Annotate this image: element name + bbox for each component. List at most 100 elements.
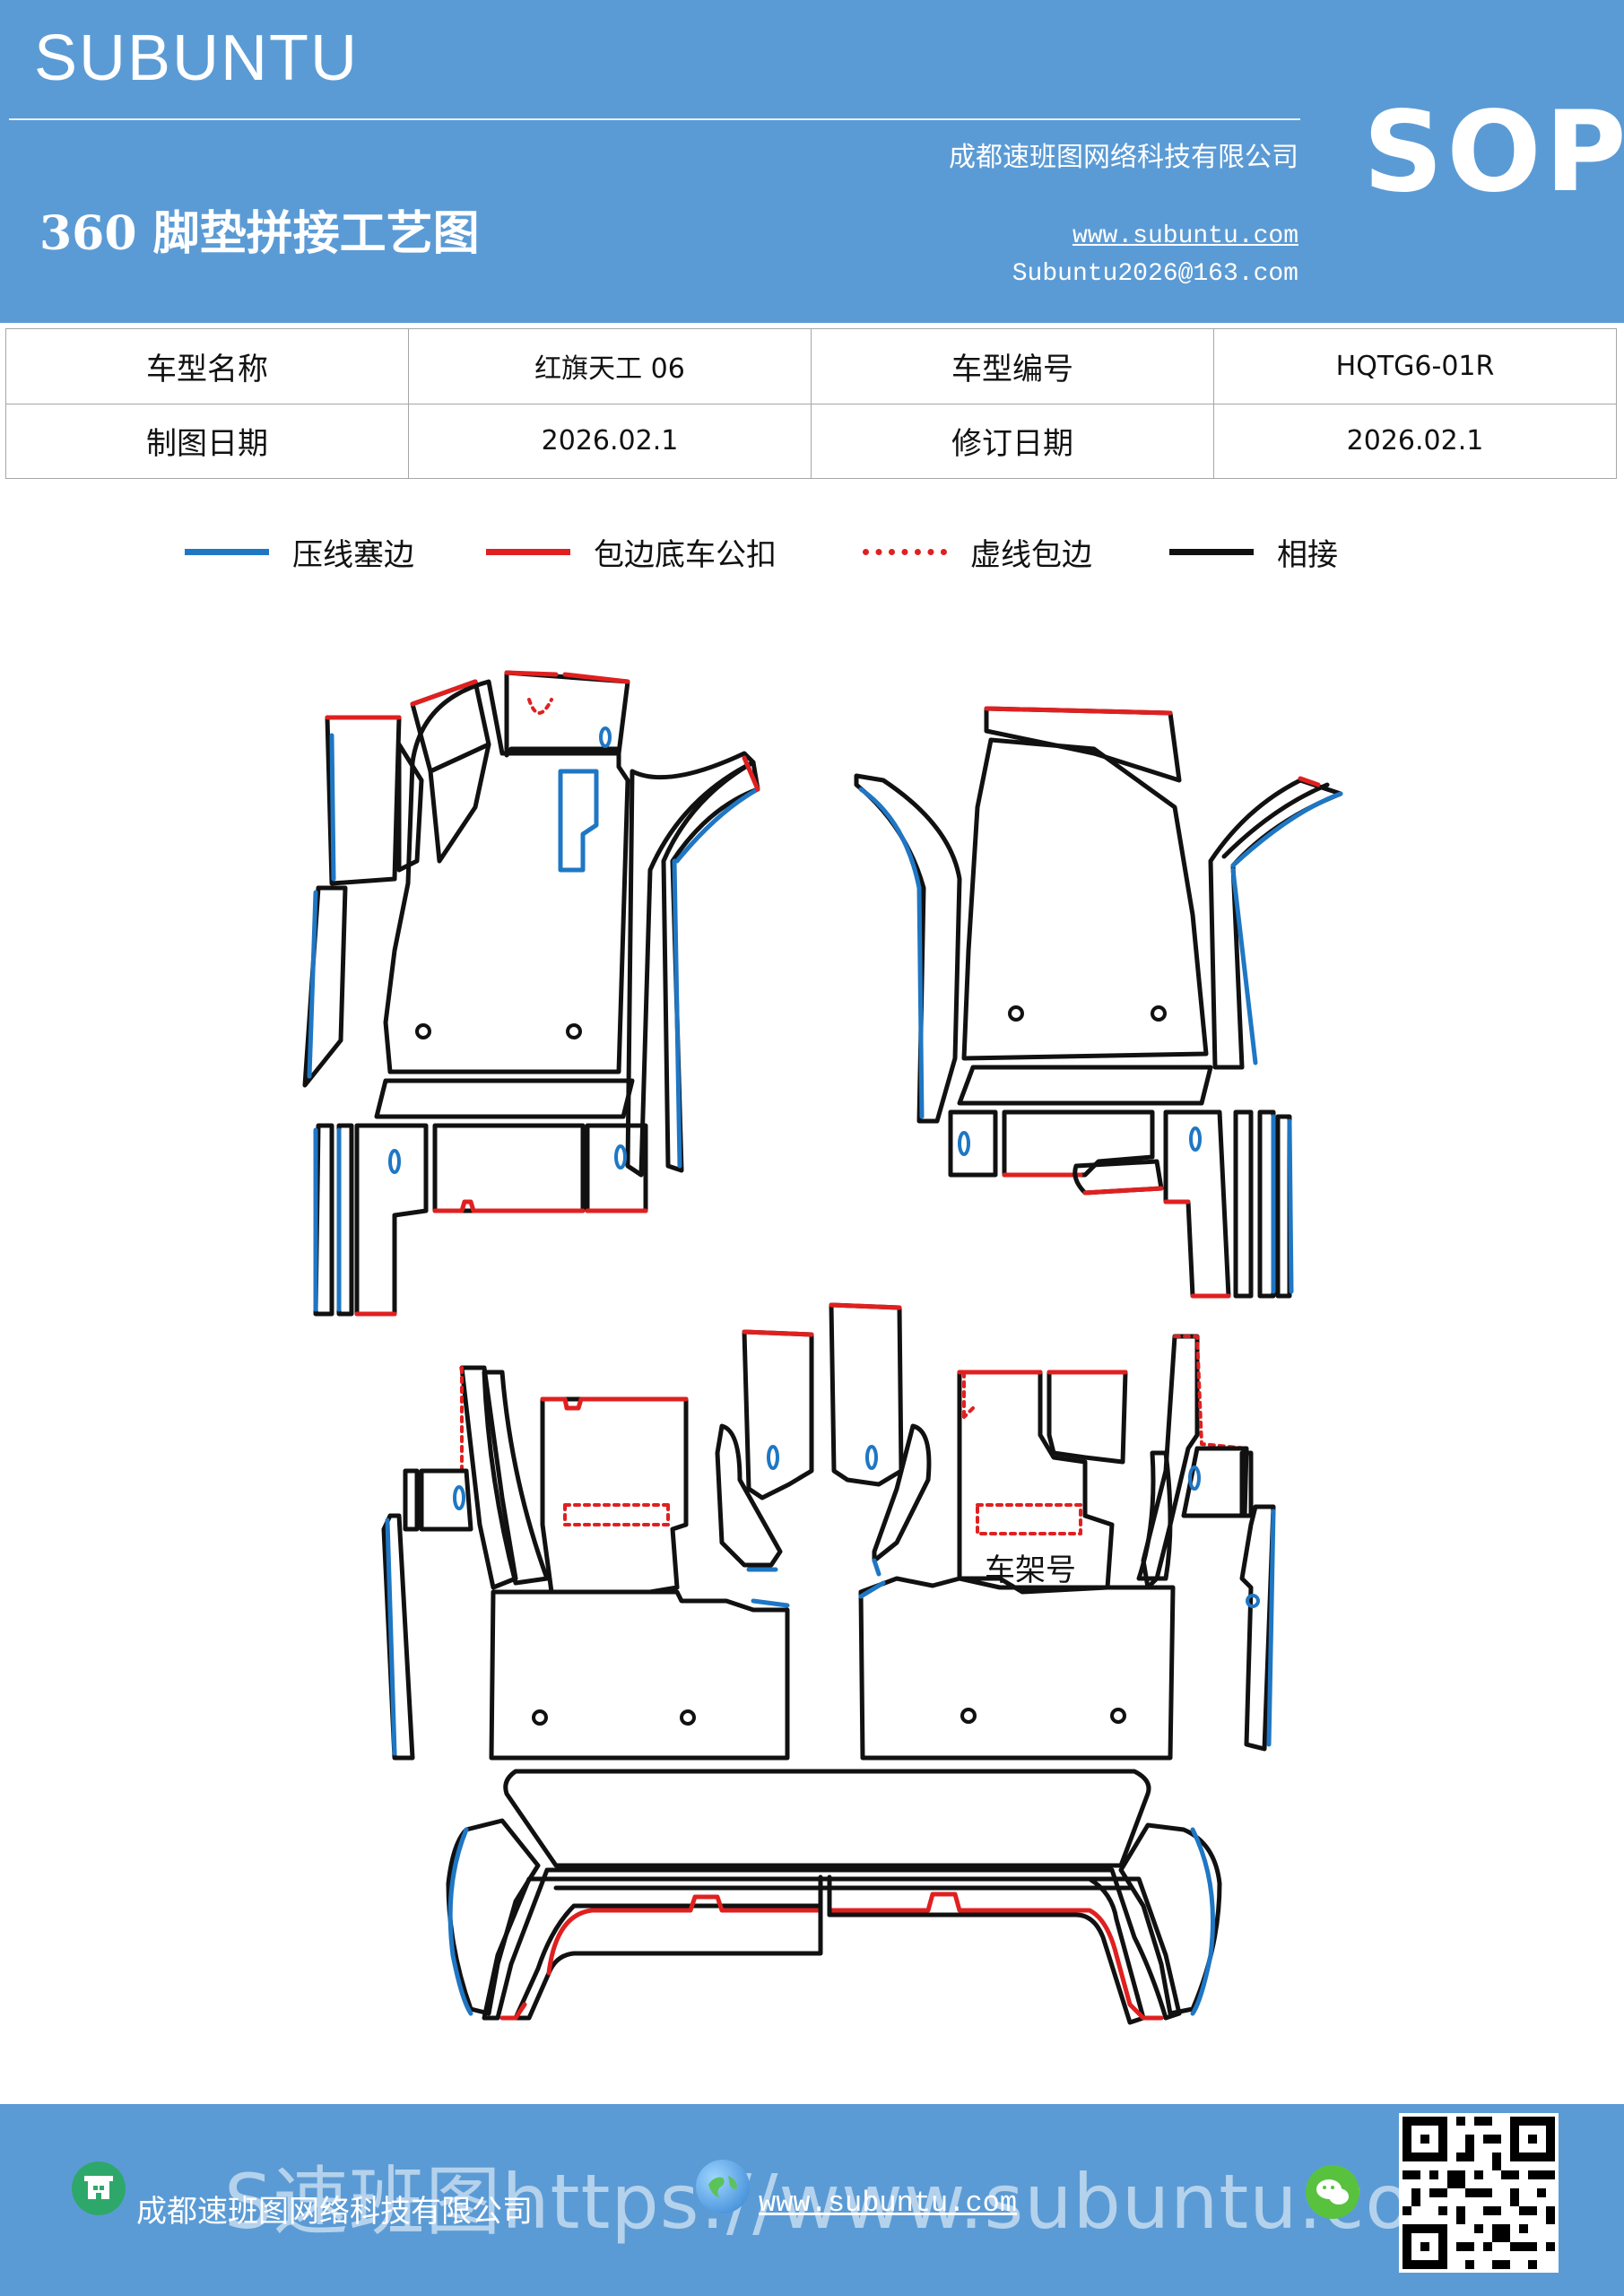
- mat-piece: [1266, 1509, 1276, 1747]
- mat-slot: [767, 1445, 779, 1470]
- mat-piece: [1275, 1114, 1292, 1299]
- mat-piece: [672, 787, 760, 1169]
- mat-piece: [428, 742, 491, 864]
- legend-item-dotted-wrap: 虚线包边: [863, 529, 1092, 574]
- mat-piece: [961, 737, 1209, 1061]
- mat-piece: [1208, 778, 1343, 1070]
- mat-piece: [957, 1065, 1213, 1106]
- table-row: 车型名称 红旗天工 06 车型编号 HQTG6-01R: [5, 328, 1617, 404]
- mat-piece: [325, 715, 402, 886]
- mat-piece: [504, 670, 630, 684]
- mat-piece: [715, 1423, 783, 1568]
- mat-hole: [566, 1023, 582, 1039]
- model-name-label: 车型名称: [5, 328, 409, 404]
- mat-hole: [1008, 1005, 1024, 1022]
- mat-piece: [1136, 1450, 1173, 1581]
- mat-piece: [984, 706, 1173, 716]
- legend-swatch-black: [1169, 548, 1254, 555]
- mat-piece: [499, 1894, 823, 2021]
- legend-item-press-line: 压线塞边: [185, 529, 414, 574]
- building-icon: [72, 2161, 126, 2215]
- legend-label: 虚线包边: [970, 536, 1092, 573]
- wechat-icon: [1306, 2165, 1359, 2219]
- mat-piece: [540, 1396, 689, 1411]
- header-banner: [0, 0, 1624, 323]
- footer-website[interactable]: www.subuntu.com: [759, 2187, 1018, 2220]
- mat-piece: [1046, 1370, 1128, 1465]
- mat-piece: [742, 1329, 814, 1337]
- legend-swatch-blue: [185, 548, 269, 555]
- mat-hole: [680, 1709, 696, 1726]
- mat-piece: [962, 1370, 1082, 1535]
- mat-piece: [585, 1123, 648, 1213]
- mat-piece: [432, 1123, 586, 1213]
- mat-piece: [827, 1876, 1146, 2025]
- page-title: 360 脚垫拼接工艺图: [39, 206, 480, 261]
- mat-piece: [751, 1598, 790, 1608]
- watermark: S速班图https://www.subuntu.com: [224, 2158, 1487, 2246]
- mat-piece: [540, 1396, 689, 1595]
- right-front-mat-group: [854, 706, 1343, 1299]
- mat-piece: [383, 679, 630, 1074]
- mat-piece: [563, 1503, 670, 1526]
- legend-label: 相接: [1277, 536, 1338, 573]
- company-name: 成都速班图网络科技有限公司: [949, 142, 1298, 173]
- mat-hole: [1110, 1708, 1126, 1724]
- mat-slot: [388, 1149, 401, 1174]
- mat-piece: [432, 1199, 586, 1213]
- mat-piece: [447, 1827, 473, 2016]
- mat-hole: [415, 1023, 431, 1039]
- mat-piece: [1163, 1199, 1231, 1299]
- header-divider: [9, 118, 1300, 120]
- legend-swatch-red: [486, 548, 570, 555]
- mat-slot: [865, 1445, 878, 1470]
- info-table: 车型名称 红旗天工 06 车型编号 HQTG6-01R 制图日期 2026.02…: [5, 328, 1617, 479]
- mat-piece: [957, 1370, 1115, 1595]
- legend-swatch-red-dotted: [863, 548, 947, 555]
- mat-piece: [818, 1874, 832, 1918]
- email-address: Subuntu2026@163.com: [1012, 260, 1298, 288]
- mat-slot: [453, 1485, 465, 1510]
- mat-piece: [1118, 1822, 1222, 2016]
- mat-piece: [513, 1903, 823, 2021]
- mat-piece: [374, 1078, 635, 1119]
- mat-piece: [503, 1769, 1151, 1868]
- mat-piece: [1190, 1827, 1215, 2016]
- mat-piece: [420, 1366, 464, 1473]
- qr-code: [1399, 2113, 1559, 2273]
- mat-piece: [307, 890, 318, 1079]
- mat-piece: [381, 1513, 415, 1761]
- mat-slot: [1188, 1465, 1201, 1491]
- legend-item-joined: 相接: [1169, 529, 1338, 574]
- mat-piece: [984, 706, 1182, 783]
- mat-piece: [410, 679, 478, 707]
- legend-item-wrap-edge: 包边底车公扣: [486, 529, 777, 574]
- mat-piece: [742, 755, 760, 792]
- mat-piece: [482, 1370, 550, 1586]
- mat-piece: [1082, 1186, 1164, 1196]
- mat-piece: [396, 742, 424, 873]
- vin-label: 车架号: [985, 1552, 1076, 1588]
- table-row: 制图日期 2026.02.1 修订日期 2026.02.1: [5, 403, 1617, 479]
- mat-hole: [532, 1709, 548, 1726]
- model-code-value: HQTG6-01R: [1213, 328, 1617, 404]
- legend-label: 压线塞边: [292, 536, 414, 573]
- mat-piece: [1257, 1109, 1276, 1299]
- mat-piece: [558, 769, 599, 873]
- footer-company: 成都速班图网络科技有限公司: [136, 2194, 533, 2230]
- mat-piece: [948, 1109, 998, 1178]
- mat-piece: [1233, 1109, 1254, 1299]
- rear-mat-group: [381, 1302, 1276, 2025]
- mat-hole: [960, 1708, 977, 1724]
- mat-piece: [742, 1329, 814, 1500]
- website-link[interactable]: www.subuntu.com: [1072, 222, 1298, 250]
- sop-mark: SOP: [1363, 88, 1624, 217]
- mat-piece: [1298, 776, 1321, 787]
- mat-piece: [854, 773, 962, 1124]
- mat-piece: [872, 1423, 932, 1563]
- mat-piece: [1230, 791, 1343, 1065]
- mat-piece: [329, 733, 336, 882]
- mat-piece: [385, 1518, 397, 1756]
- revise-date-label: 修订日期: [811, 403, 1214, 479]
- mat-piece: [829, 1302, 902, 1310]
